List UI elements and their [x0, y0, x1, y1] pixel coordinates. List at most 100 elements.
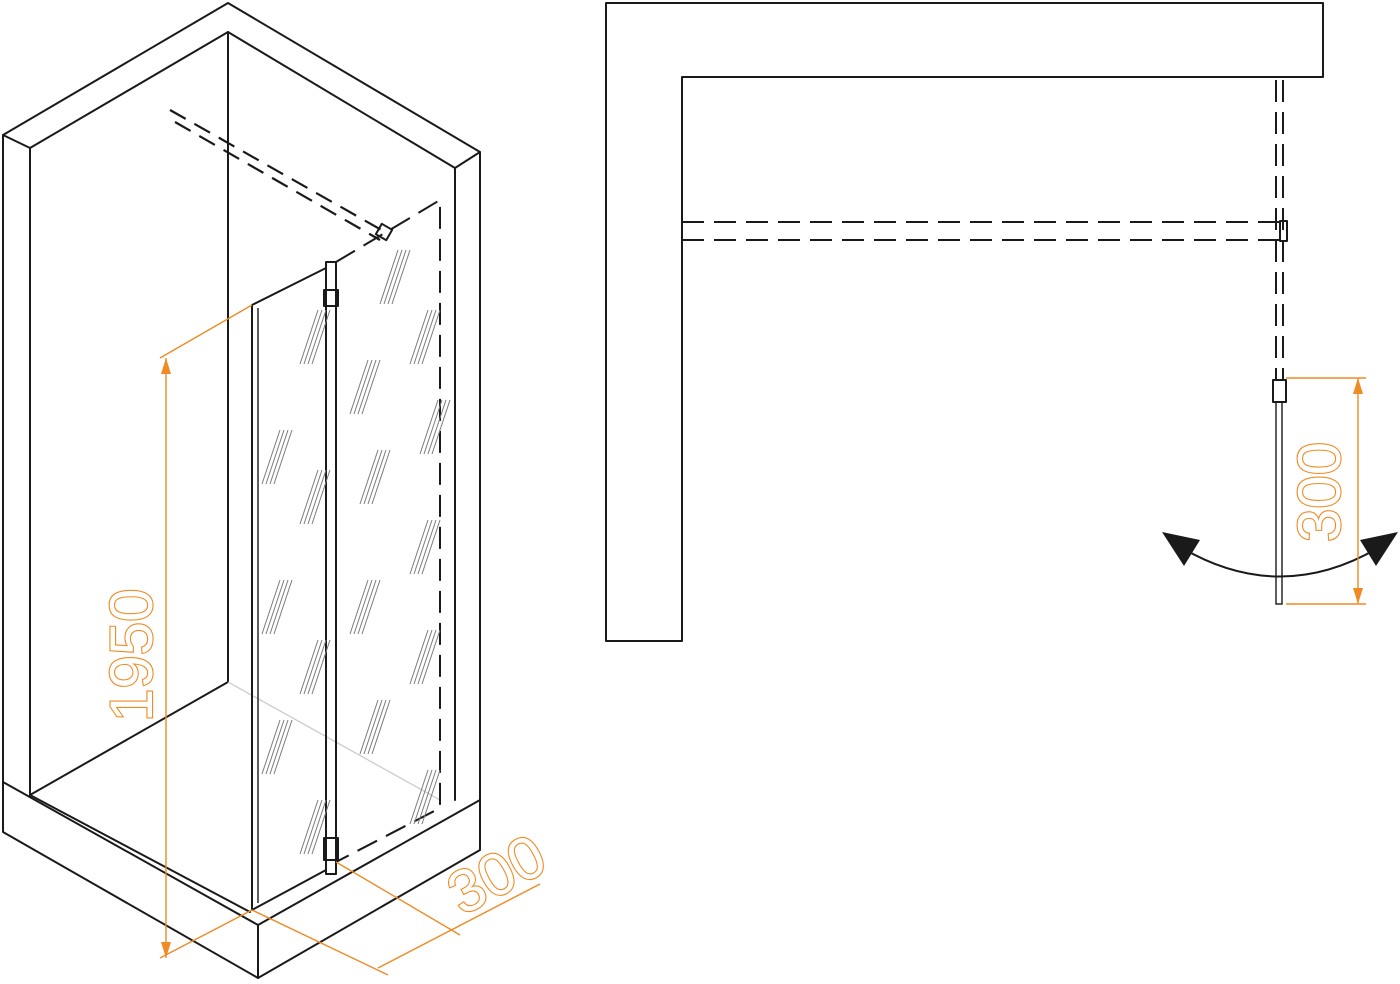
plan-view: 300: [605, 2, 1398, 642]
glass-hatch-line: [273, 719, 293, 775]
glass-hatch-line: [409, 629, 429, 685]
width-ext-right: [335, 861, 461, 936]
glass-hatch-line: [417, 519, 437, 575]
glass-hatch-line: [367, 449, 387, 505]
height-ext-top: [159, 304, 253, 359]
hinge-bottom-icon: [323, 837, 339, 861]
glass-hatch-line: [423, 399, 443, 455]
height-ext-bottom: [159, 909, 253, 959]
glass-hatch-line: [307, 469, 327, 525]
glass-hatch-line: [269, 579, 289, 635]
glass-hatch-line: [303, 309, 323, 365]
glass-hatch-line: [307, 799, 327, 855]
glass-hatch-line: [419, 399, 439, 455]
glass-hatch-line: [409, 309, 429, 365]
plan-swing-panel: [1275, 401, 1283, 605]
glass-hatch-line: [311, 639, 331, 695]
glass-hatch-line: [273, 579, 293, 635]
glass-hatch-line: [417, 769, 437, 825]
glass-hatch-line: [421, 309, 441, 365]
height-dimension-label: 1950: [98, 589, 165, 722]
glass-hatch-line: [417, 629, 437, 685]
glass-hatch-line: [299, 469, 319, 525]
glass-hatch-line: [383, 249, 403, 305]
swing-arrow-right-icon: [1360, 532, 1398, 566]
glass-hatch-line: [307, 309, 327, 365]
glass-hatch-line: [363, 699, 383, 755]
glass-hatch-line: [303, 469, 323, 525]
isometric-view: 1950 300: [2, 2, 558, 979]
glass-hatch-line: [303, 799, 323, 855]
bar-clamp-icon: [374, 222, 394, 242]
glass-hatch-line: [367, 699, 387, 755]
swing-arc: [1181, 547, 1379, 578]
glass-hatch-line: [387, 249, 407, 305]
hinge-profile: [325, 261, 337, 875]
width-dimension-label-plan: 300: [1286, 442, 1353, 542]
glass-hatch-line: [413, 519, 433, 575]
glass-hatch-line: [359, 449, 379, 505]
glass-hatch-line: [299, 309, 319, 365]
glass-hatch-line: [273, 429, 293, 485]
fixed-panel-outline: [335, 198, 441, 863]
glass-hatch-line: [421, 769, 441, 825]
glass-hatch-line: [371, 699, 391, 755]
plan-dim-arrow-bottom-icon: [1353, 588, 1363, 604]
glass-hatch-line: [265, 579, 285, 635]
glass-hatch-line: [361, 579, 381, 635]
width-dim-line: [377, 883, 541, 969]
tray-top-edge: [2, 781, 481, 926]
height-arrow-bottom-icon: [161, 942, 171, 958]
glass-hatch-line: [379, 249, 399, 305]
glass-hatch-line: [413, 629, 433, 685]
glass-hatch-line: [349, 359, 369, 415]
glass-hatch-line: [353, 359, 373, 415]
floor-left-edge: [29, 681, 229, 796]
glass-hatch-line: [261, 579, 281, 635]
glass-hatch-line: [357, 579, 377, 635]
glass-hatch-line: [311, 469, 331, 525]
glass-hatch-line: [261, 429, 281, 485]
hinge-top-icon: [323, 289, 339, 307]
glass-hatch-line: [363, 449, 383, 505]
swing-arrow-left-icon: [1162, 532, 1200, 566]
glass-hatch-line: [413, 769, 433, 825]
glass-hatch-line: [353, 579, 373, 635]
plan-dim-arrow-top-icon: [1353, 378, 1363, 394]
glass-hatch-line: [299, 799, 319, 855]
plan-walls: [605, 2, 1324, 642]
width-ext-left: [251, 909, 389, 976]
glass-hatch-line: [299, 639, 319, 695]
glass-hatch-line: [371, 449, 391, 505]
glass-hatch-line: [303, 639, 323, 695]
glass-hatch-line: [269, 719, 289, 775]
glass-hatch-line: [409, 769, 429, 825]
left-wall-outer: [2, 2, 481, 979]
glass-hatch-line: [349, 579, 369, 635]
support-bar-upper: [169, 109, 386, 233]
glass-hatch-line: [421, 629, 441, 685]
glass-hatch-line: [307, 639, 327, 695]
back-wall-top-edge: [2, 31, 481, 169]
glass-hatch-line: [261, 719, 281, 775]
glass-hatch-line: [431, 399, 451, 455]
glass-hatch-line: [359, 699, 379, 755]
width-dimension-label-iso: 300: [437, 821, 557, 927]
glass-hatch-line: [357, 359, 377, 415]
glass-hatch-line: [311, 799, 331, 855]
floor-front-inner: [29, 794, 251, 913]
glass-hatch-line: [421, 519, 441, 575]
glass-hatch-line: [269, 429, 289, 485]
glass-hatch-line: [311, 309, 331, 365]
glass-hatch-line: [391, 249, 411, 305]
glass-hatch-line: [409, 519, 429, 575]
plan-hinge-icon: [1272, 379, 1287, 403]
height-arrow-top-icon: [161, 358, 171, 374]
glass-hatch-line: [265, 429, 285, 485]
glass-hatch-line: [265, 719, 285, 775]
glass-hatch-line: [417, 309, 437, 365]
support-bar-lower: [174, 121, 381, 241]
glass-hatch-line: [427, 399, 447, 455]
glass-hatch-line: [361, 359, 381, 415]
